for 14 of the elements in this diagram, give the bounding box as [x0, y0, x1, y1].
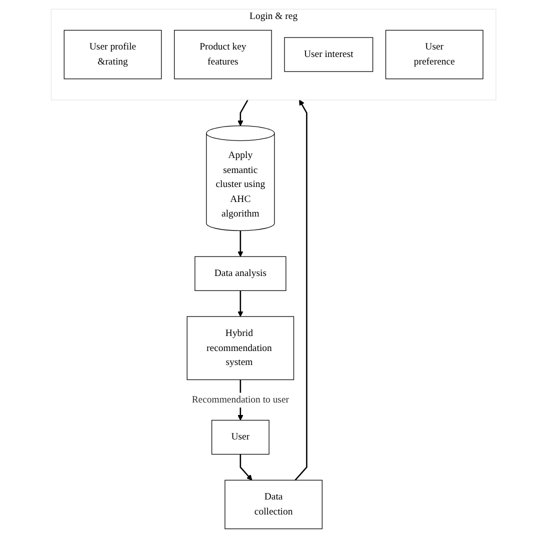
node-box: Hybrid recommendation system [187, 316, 294, 380]
node-box: User profile &rating [64, 30, 162, 80]
arrow [240, 454, 253, 480]
node-box: User [212, 420, 270, 455]
node-box: User interest [284, 37, 374, 72]
node-box: Data collection [225, 480, 323, 530]
node-box: User preference [386, 30, 484, 80]
arrow [238, 100, 249, 126]
node-box: Data analysis [195, 256, 287, 291]
arrow [238, 230, 244, 257]
arrow [238, 290, 244, 317]
arrow [295, 100, 308, 481]
edge-label: Recommendation to user [192, 394, 290, 406]
node-box: Product key features [174, 30, 272, 80]
